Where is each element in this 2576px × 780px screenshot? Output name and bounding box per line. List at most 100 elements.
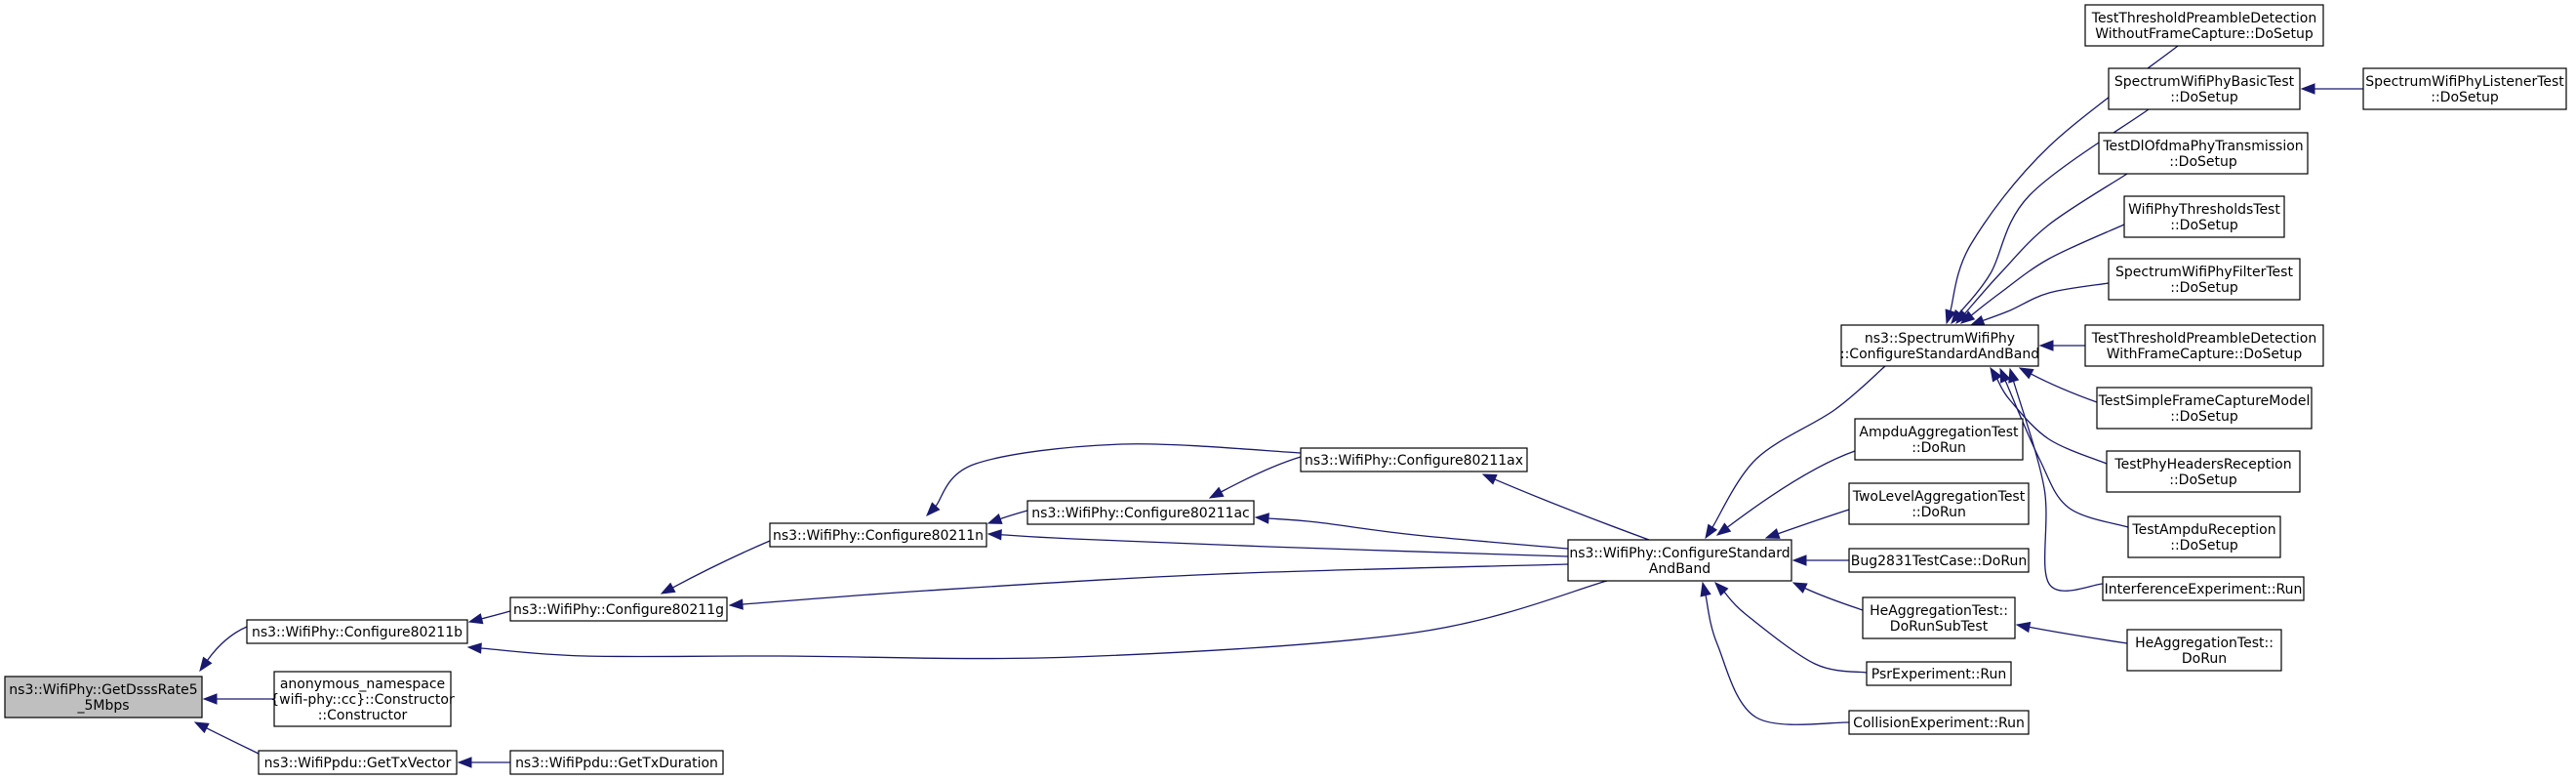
node-scsab[interactable]: ns3::SpectrumWifiPhy::ConfigureStandardA… — [1840, 324, 2039, 367]
node-simplefc[interactable]: TestSimpleFrameCaptureModel::DoSetup — [2096, 387, 2313, 430]
node-c80211n[interactable]: ns3::WifiPhy::Configure80211n — [769, 522, 987, 548]
edge-txvector-to-root — [206, 727, 260, 755]
edge-csab-to-c80211ac — [1268, 517, 1569, 550]
node-ttpdwfc[interactable]: TestThresholdPreambleDetectionWithFrameC… — [2084, 324, 2324, 367]
node-label: ns3::WifiPhy::GetDsssRate5 — [9, 682, 197, 698]
node-ttpdwofc[interactable]: TestThresholdPreambleDetectionWithoutFra… — [2084, 4, 2324, 47]
node-label: ns3::WifiPpdu::GetTxDuration — [515, 756, 718, 771]
edge-heaggrun-to-heaggsub — [2029, 626, 2128, 644]
node-label: ns3::WifiPhy::Configure80211g — [513, 602, 724, 618]
node-anon[interactable]: anonymous_namespace{wifi-phy::cc}::Const… — [270, 671, 455, 727]
edge-arrowhead — [1208, 486, 1225, 499]
node-heaggrun[interactable]: HeAggregationTest::DoRun — [2126, 629, 2282, 672]
node-swpbasic[interactable]: SpectrumWifiPhyBasicTest::DoSetup — [2108, 67, 2301, 110]
node-c80211ax[interactable]: ns3::WifiPhy::Configure80211ax — [1300, 447, 1528, 472]
node-label: SpectrumWifiPhyFilterTest — [2115, 265, 2293, 280]
node-root[interactable]: ns3::WifiPhy::GetDsssRate5_5Mbps — [4, 676, 203, 718]
edge-psr-to-csab — [1723, 591, 1868, 674]
edge-arrowhead — [1700, 581, 1711, 597]
node-box — [2102, 576, 2305, 601]
edge-interference-to-scsab — [2012, 381, 2104, 592]
node-box — [2084, 4, 2324, 47]
node-box — [2098, 132, 2309, 175]
node-phyheaders[interactable]: TestPhyHeadersReception::DoSetup — [2106, 450, 2301, 493]
edge-arrowhead — [467, 613, 484, 625]
node-label: HeAggregationTest:: — [2135, 636, 2274, 651]
edge-arrowhead — [466, 642, 482, 654]
node-wpthresh[interactable]: WifiPhyThresholdsTest::DoSetup — [2123, 195, 2285, 238]
node-label: ::DoSetup — [2170, 218, 2238, 233]
edge-c80211ac-to-c80211n — [999, 510, 1028, 520]
node-txvector[interactable]: ns3::WifiPpdu::GetTxVector — [258, 750, 458, 775]
edge-arrowhead — [1705, 523, 1718, 540]
node-ampdu[interactable]: AmpduAggregationTest::DoRun — [1854, 418, 2024, 461]
edge-simplefc-to-scsab — [2031, 373, 2098, 403]
node-label: ::ConfigureStandardAndBand — [1840, 347, 2039, 362]
node-box — [1854, 418, 2024, 461]
node-label: ::Constructor — [318, 708, 408, 723]
node-bug2831[interactable]: Bug2831TestCase::DoRun — [1848, 548, 2030, 573]
edge-arrowhead — [2300, 83, 2315, 95]
edge-csab-to-c80211n — [1000, 534, 1569, 557]
node-box — [2108, 258, 2301, 301]
node-box — [1862, 596, 2016, 639]
node-label: ns3::WifiPhy::Configure80211ax — [1305, 453, 1523, 469]
edge-csab-to-c80211g — [742, 563, 1569, 605]
node-heaggsub[interactable]: HeAggregationTest::DoRunSubTest — [1862, 596, 2016, 639]
node-interference[interactable]: InterferenceExperiment::Run — [2102, 576, 2305, 601]
node-label: AndBand — [1649, 561, 1711, 577]
node-dlofdma[interactable]: TestDlOfdmaPhyTransmission::DoSetup — [2098, 132, 2309, 175]
node-label: ::DoRun — [1912, 440, 1966, 456]
node-box — [1848, 482, 2030, 525]
edge-c80211ax-to-c80211ac — [1221, 456, 1302, 493]
node-psr[interactable]: PsrExperiment::Run — [1866, 661, 2012, 686]
edge-arrowhead — [1999, 367, 2011, 384]
edge-arrowhead — [2038, 340, 2054, 351]
node-box — [4, 676, 203, 718]
edge-wpthresh-to-scsab — [1970, 224, 2125, 316]
node-c80211b[interactable]: ns3::WifiPhy::Configure80211b — [246, 619, 468, 644]
node-label: ::DoRun — [1912, 505, 1966, 520]
node-txduration[interactable]: ns3::WifiPpdu::GetTxDuration — [509, 750, 724, 775]
node-box — [769, 522, 987, 548]
node-label: AmpduAggregationTest — [1859, 425, 2019, 440]
node-label: TestThresholdPreambleDetection — [2091, 11, 2316, 26]
node-label: InterferenceExperiment::Run — [2105, 582, 2303, 597]
node-swplistener[interactable]: SpectrumWifiPhyListenerTest::DoSetup — [2362, 67, 2567, 110]
edge-arrowhead — [457, 757, 472, 768]
node-csab[interactable]: ns3::WifiPhy::ConfigureStandardAndBand — [1567, 539, 1792, 582]
node-label: ::DoSetup — [2170, 280, 2238, 296]
node-label: WithoutFrameCapture::DoSetup — [2095, 26, 2314, 42]
node-label: anonymous_namespace — [280, 677, 445, 692]
node-label: CollisionExperiment::Run — [1853, 716, 2025, 731]
node-box — [2123, 195, 2285, 238]
node-label: DoRun — [2182, 651, 2227, 667]
node-box — [2084, 324, 2324, 367]
edge-c80211b-to-root — [207, 626, 248, 661]
node-c80211ac[interactable]: ns3::WifiPhy::Configure80211ac — [1026, 500, 1255, 525]
node-label: ns3::WifiPhy::Configure80211ac — [1031, 506, 1249, 521]
node-ampdurecep[interactable]: TestAmpduReception::DoSetup — [2127, 515, 2281, 558]
node-label: PsrExperiment::Run — [1872, 667, 2006, 682]
edge-arrowhead — [202, 693, 218, 705]
edge-arrowhead — [728, 598, 744, 610]
edge-collision-to-csab — [1705, 595, 1850, 725]
node-twolevel[interactable]: TwoLevelAggregationTest::DoRun — [1848, 482, 2030, 525]
edge-arrowhead — [1714, 581, 1729, 596]
graph-nodes: ns3::WifiPhy::GetDsssRate5_5Mbpsns3::Wif… — [4, 4, 2567, 775]
edge-scsab-to-csab — [1711, 365, 1886, 528]
node-label: WifiPhyThresholdsTest — [2128, 202, 2280, 218]
edge-arrowhead — [986, 513, 1003, 524]
edge-arrowhead — [926, 502, 941, 517]
node-collision[interactable]: CollisionExperiment::Run — [1848, 710, 2030, 735]
node-c80211g[interactable]: ns3::WifiPhy::Configure80211g — [509, 596, 728, 622]
edge-arrowhead — [199, 656, 213, 673]
node-swpfilter[interactable]: SpectrumWifiPhyFilterTest::DoSetup — [2108, 258, 2301, 301]
edge-arrowhead — [1481, 473, 1498, 485]
node-label: DoRunSubTest — [1890, 619, 1989, 635]
edge-c80211ax-to-c80211n — [935, 443, 1302, 507]
edge-phyheaders-to-scsab — [1996, 378, 2108, 465]
node-label: ns3::WifiPpdu::GetTxVector — [264, 756, 452, 771]
edge-heaggsub-to-csab — [1804, 587, 1864, 611]
